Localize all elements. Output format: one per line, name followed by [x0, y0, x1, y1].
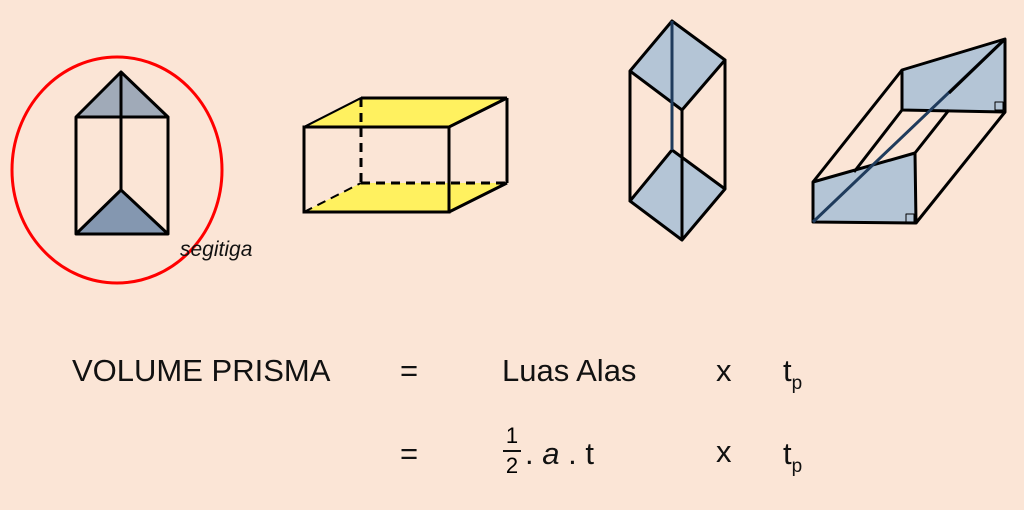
triangular-prism — [74, 70, 170, 236]
fraction-one-half: 1 2 — [503, 425, 521, 477]
fraction-numerator: 1 — [505, 423, 519, 448]
dot-height-t: . t — [559, 436, 594, 471]
times-sign-1: x — [716, 353, 732, 388]
height-subscript: p — [791, 456, 803, 477]
highlight-circle — [10, 55, 224, 285]
triangle-area-expr: . a . t — [525, 438, 594, 469]
prism-height-2: tp — [783, 438, 802, 476]
height-symbol: t — [783, 436, 792, 471]
prism-height-1: tp — [783, 355, 802, 393]
dot-1: . — [525, 436, 543, 471]
triangle-label: segitiga — [180, 238, 253, 261]
fraction-denominator: 2 — [505, 453, 519, 478]
height-subscript: p — [791, 373, 803, 394]
base-symbol: a — [542, 436, 560, 471]
equals-sign-1: = — [400, 353, 419, 388]
trapezoid-prism — [811, 37, 1007, 225]
base-area-term: Luas Alas — [502, 353, 637, 388]
rectangular-prism — [302, 96, 509, 214]
times-sign-2: x — [716, 434, 732, 469]
rhombus-prism — [628, 19, 727, 242]
height-symbol: t — [783, 353, 792, 388]
formula-lhs: VOLUME PRISMA — [72, 353, 331, 388]
fraction-bar — [503, 450, 521, 452]
equals-sign-2: = — [400, 436, 419, 471]
